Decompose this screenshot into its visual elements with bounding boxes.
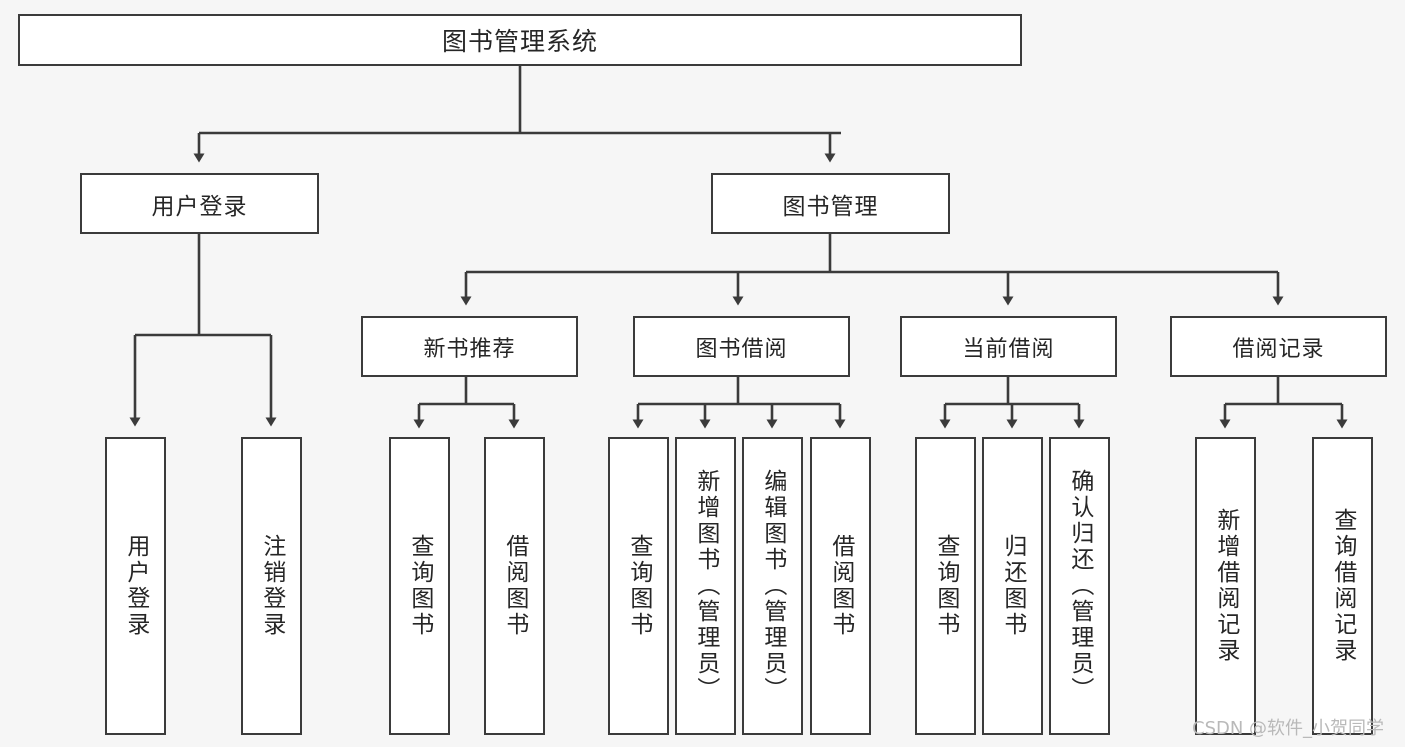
node-label: 查询图书: [625, 534, 652, 638]
node-label: 新增借阅记录: [1212, 508, 1239, 664]
node-label: 当前借阅: [962, 336, 1055, 362]
node-leaf-borrow-record-add[interactable]: 新增借阅记录: [1195, 437, 1256, 735]
node-leaf-current-borrow-query[interactable]: 查询图书: [915, 437, 976, 735]
node-leaf-current-borrow-confirm-return[interactable]: 确认归还（管理员）: [1049, 437, 1110, 735]
node-leaf-book-borrow-query[interactable]: 查询图书: [608, 437, 669, 735]
node-label: 图书管理: [782, 193, 879, 220]
csdn-watermark: CSDN @软件_小贺同学: [1192, 718, 1385, 739]
node-leaf-borrow-record-query[interactable]: 查询借阅记录: [1312, 437, 1373, 735]
node-label: 新书推荐: [423, 336, 516, 362]
node-leaf-new-book-query[interactable]: 查询图书: [389, 437, 450, 735]
node-leaf-book-borrow-borrow[interactable]: 借阅图书: [810, 437, 871, 735]
node-root-system[interactable]: 图书管理系统: [18, 14, 1022, 66]
node-leaf-book-borrow-edit[interactable]: 编辑图书（管理员）: [742, 437, 803, 735]
node-label: 用户登录: [122, 534, 149, 638]
node-label: 确认归还（管理员）: [1066, 469, 1093, 703]
node-new-book-recommend[interactable]: 新书推荐: [361, 316, 578, 377]
node-label: 图书借阅: [695, 336, 788, 362]
node-book-borrow[interactable]: 图书借阅: [633, 316, 850, 377]
node-label: 编辑图书（管理员）: [759, 469, 786, 703]
node-label: 图书管理系统: [441, 27, 598, 56]
node-leaf-user-login-logout[interactable]: 注销登录: [241, 437, 302, 735]
node-label: 借阅记录: [1232, 336, 1325, 362]
node-borrow-record[interactable]: 借阅记录: [1170, 316, 1387, 377]
node-book-management[interactable]: 图书管理: [711, 173, 950, 234]
node-label: 注销登录: [258, 534, 285, 638]
node-label: 借阅图书: [501, 534, 528, 638]
node-label: 查询图书: [406, 534, 433, 638]
node-label: 查询借阅记录: [1329, 508, 1356, 664]
node-label: 新增图书（管理员）: [692, 469, 719, 703]
node-label: 用户登录: [151, 193, 248, 220]
node-label: 借阅图书: [827, 534, 854, 638]
node-leaf-user-login-login[interactable]: 用户登录: [105, 437, 166, 735]
node-label: 归还图书: [999, 534, 1026, 638]
node-user-login[interactable]: 用户登录: [80, 173, 319, 234]
node-current-borrow[interactable]: 当前借阅: [900, 316, 1117, 377]
node-leaf-current-borrow-return[interactable]: 归还图书: [982, 437, 1043, 735]
node-label: 查询图书: [932, 534, 959, 638]
node-leaf-new-book-borrow[interactable]: 借阅图书: [484, 437, 545, 735]
node-leaf-book-borrow-add[interactable]: 新增图书（管理员）: [675, 437, 736, 735]
